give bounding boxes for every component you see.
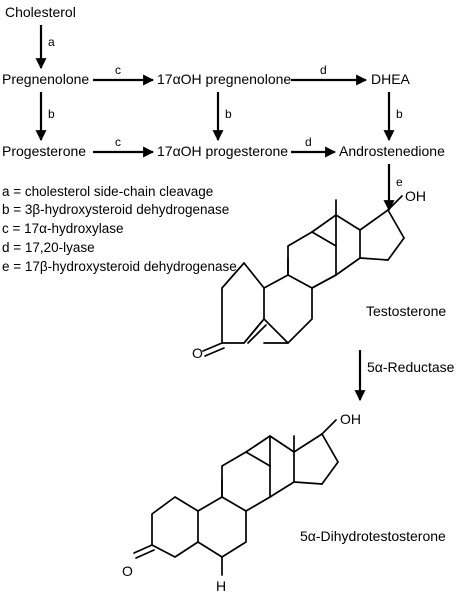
- arrow-label-b-right: b: [396, 107, 403, 121]
- dht-oh-label: OH: [340, 411, 361, 427]
- arrow-label-b-left: b: [48, 107, 55, 121]
- arrow-label-a: a: [48, 35, 55, 49]
- arrow-label-c-bottom: c: [115, 135, 121, 149]
- 17oh-pregnenolone-label: 17αOH pregnenolone: [157, 71, 291, 87]
- dhea-label: DHEA: [371, 71, 411, 87]
- testosterone-oh-label: OH: [405, 188, 426, 204]
- dht-o-label: O: [122, 563, 133, 579]
- dht-label: 5α-Dihydrotestosterone: [300, 528, 446, 544]
- arrow-label-e: e: [396, 175, 403, 189]
- 5a-reductase-label: 5α-Reductase: [367, 359, 455, 375]
- dht-structure: [133, 419, 339, 576]
- testosterone-o-label: O: [192, 345, 203, 361]
- arrow-label-b-middle: b: [225, 107, 232, 121]
- cholesterol-label: Cholesterol: [5, 4, 76, 20]
- 17oh-progesterone-label: 17αOH progesterone: [157, 143, 288, 159]
- pregnenolone-label: Pregnenolone: [2, 71, 89, 87]
- arrow-label-d-top: d: [320, 63, 327, 77]
- arrow-label-c-top: c: [115, 63, 121, 77]
- androstenedione-label: Androstenedione: [339, 143, 445, 159]
- legend-item-b: b = 3β-hydroxysteroid dehydrogenase: [2, 202, 229, 217]
- legend-item-c: c = 17α-hydroxylase: [2, 221, 124, 236]
- arrow-label-d-bottom: d: [305, 135, 312, 149]
- legend-item-d: d = 17,20-lyase: [2, 240, 95, 255]
- progesterone-label: Progesterone: [2, 143, 86, 159]
- legend-item-a: a = cholesterol side-chain cleavage: [2, 184, 213, 199]
- dht-h-label: H: [216, 578, 226, 594]
- legend-item-e: e = 17β-hydroxysteroid dehydrogenase: [2, 259, 237, 274]
- testosterone-label: Testosterone: [366, 303, 446, 319]
- enzyme-legend: a = cholesterol side-chain cleavage b = …: [2, 184, 237, 274]
- testosterone-structure: [202, 195, 405, 357]
